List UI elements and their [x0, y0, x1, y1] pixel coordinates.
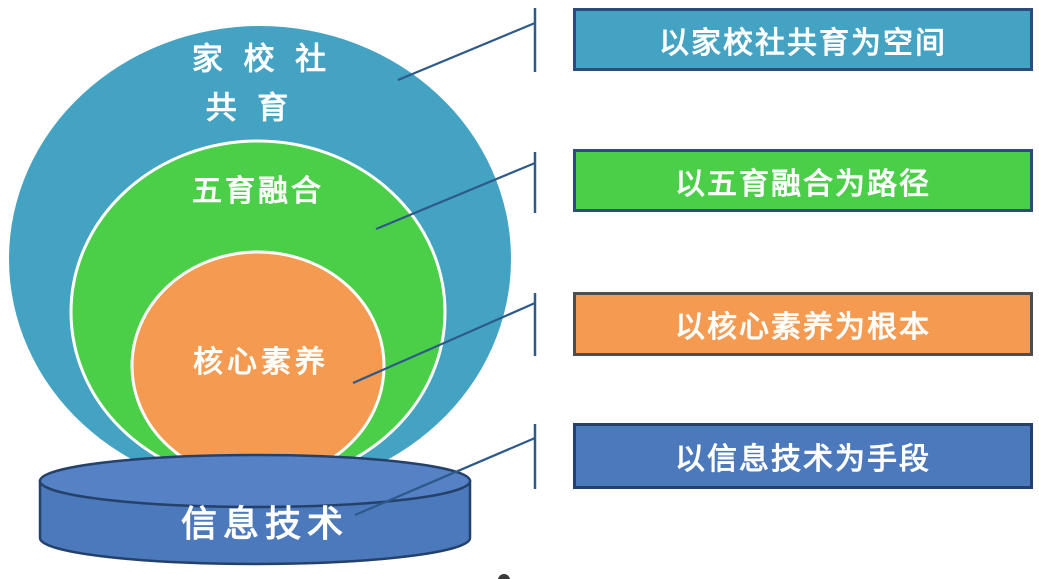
bottom-dot: [498, 574, 510, 579]
base-cylinder-top: [38, 453, 472, 509]
outer-ring-label-line2: 共 育: [205, 90, 295, 126]
callout-space: 以家校社共育为空间: [573, 8, 1033, 71]
callout-path: 以五育融合为路径: [573, 149, 1033, 212]
connector-line-2: [375, 161, 536, 231]
outer-ring-label-line1: 家 校 社: [191, 41, 333, 77]
callout-foundation: 以核心素养为根本: [573, 292, 1033, 356]
base-cylinder-label: 信息技术: [180, 503, 350, 544]
connector-line-4: [354, 436, 536, 517]
connector-line-1: [397, 21, 536, 82]
callout-means: 以信息技术为手段: [573, 423, 1033, 489]
inner-circle-label: 核心素养: [193, 346, 329, 379]
connector-line-3: [352, 301, 536, 385]
middle-ring-label: 五育融合: [192, 175, 324, 208]
